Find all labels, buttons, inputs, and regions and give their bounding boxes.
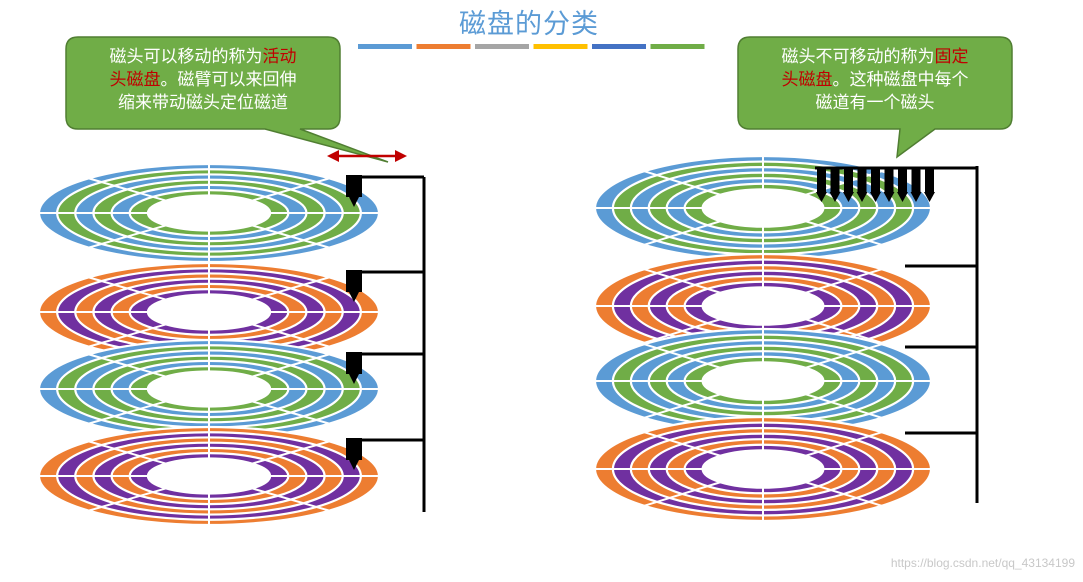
fixed-head [897,168,908,202]
sector-line [251,487,330,512]
page-title: 磁盘的分类 [459,9,599,40]
read-write-head [346,175,362,207]
left-callout-line2: 。磁臂可以来回伸 [160,70,297,90]
sector-line [88,224,167,249]
header-bar-segment [416,44,471,49]
fixed-head [870,168,881,202]
header-color-bar [358,44,705,49]
read-write-head [346,270,362,302]
sector-line [251,276,330,301]
sector-line [805,268,883,294]
spindle-hole [146,457,272,495]
left-callout-highlight-1: 活动 [262,47,297,67]
sector-line [805,318,883,344]
fixed-head-disk-stack [593,154,933,523]
read-write-head [346,438,362,470]
sector-line [251,353,330,378]
left-callout-line3: 缩来带动磁头定位磁道 [118,93,288,113]
sector-line [805,220,883,246]
fixed-head [843,168,854,202]
sector-line [88,440,167,465]
right-callout-line2: 。这种磁盘中每个 [832,70,969,90]
spindle-hole [701,188,825,228]
header-bar-segment [592,44,646,49]
fixed-head [883,168,895,202]
left-callout-text: 磁头可以移动的称为活动 头磁盘。磁臂可以来回伸 缩来带动磁头定位磁道 [70,46,336,115]
fixed-head [829,168,841,202]
right-callout-highlight-2: 头磁盘 [781,70,833,90]
sector-line [88,487,167,512]
sector-line [643,481,721,507]
sector-line [88,177,167,202]
sector-line [643,431,721,457]
header-bar-segment [533,44,588,49]
sector-line [88,400,167,425]
watermark: https://blog.csdn.net/qq_43134199 [890,556,1075,570]
sector-line [805,393,883,419]
sector-line [643,343,721,369]
left-callout-line1: 磁头可以移动的称为 [109,47,263,67]
sector-line [805,431,883,457]
left-callout-bubble [65,36,389,163]
movable-head-arm-assembly [346,175,426,512]
right-callout-highlight-1: 固定 [934,47,969,67]
sector-line [643,170,721,196]
header-bar-segment [475,44,529,49]
sector-line [251,177,330,202]
sector-line [643,318,721,344]
right-callout-text: 磁头不可移动的称为固定 头磁盘。这种磁盘中每个 磁道有一个磁头 [742,46,1008,115]
platter [37,261,381,363]
sector-line [805,343,883,369]
spindle-hole [701,286,825,326]
read-write-head [346,352,362,384]
sector-line [251,440,330,465]
sector-line [643,393,721,419]
right-callout-line1: 磁头不可移动的称为 [781,47,935,67]
platter [593,415,933,523]
sector-line [643,268,721,294]
right-callout-line3: 磁道有一个磁头 [815,93,935,113]
sector-line [251,400,330,425]
sector-line [88,353,167,378]
right-callout-bubble [737,36,1013,159]
arm-movement-arrow [327,150,407,162]
sector-line [643,220,721,246]
fixed-head [910,168,922,202]
spindle-hole [701,361,825,401]
platter [593,327,933,435]
spindle-hole [146,370,272,408]
fixed-head [924,168,935,202]
header-bar-segment [358,44,412,49]
sector-line [88,276,167,301]
fixed-head-arm-assembly [815,166,979,503]
spindle-hole [146,194,272,232]
platter [593,252,933,360]
platter [37,162,381,264]
sector-line [251,224,330,249]
sector-line [251,323,330,348]
fixed-head [856,168,868,202]
left-callout-highlight-2: 头磁盘 [109,70,161,90]
header-bar-segment [650,44,705,49]
sector-line [88,323,167,348]
movable-head-disk-stack [37,162,381,527]
spindle-hole [146,293,272,331]
fixed-head [816,168,827,202]
spindle-hole [701,449,825,489]
platter [37,425,381,527]
sector-line [805,481,883,507]
platter [37,338,381,440]
platter [593,154,933,262]
